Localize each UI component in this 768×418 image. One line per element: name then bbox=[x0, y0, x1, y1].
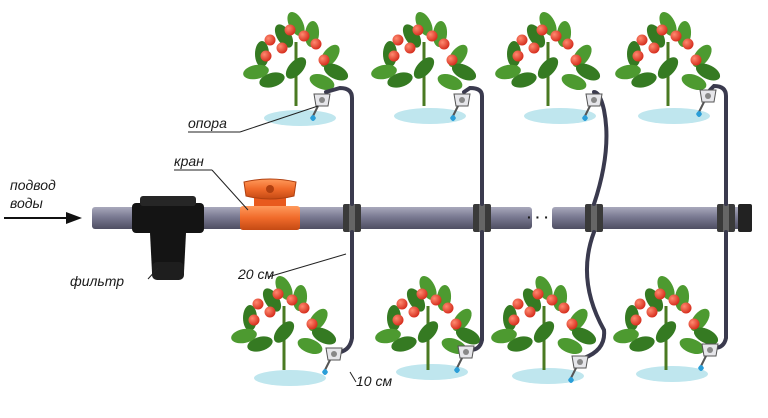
dripper-tube bbox=[324, 85, 354, 206]
inlet-label-line2: воды bbox=[10, 195, 44, 211]
plant-icon bbox=[495, 11, 601, 106]
drippers bbox=[310, 89, 719, 383]
support-label: опора bbox=[188, 115, 227, 131]
dripper-tube bbox=[582, 230, 607, 360]
water-puddle bbox=[524, 108, 596, 124]
dripper-tube bbox=[712, 230, 728, 350]
valve-icon bbox=[240, 178, 300, 230]
plant-icon bbox=[615, 11, 721, 106]
water-puddles bbox=[254, 108, 710, 386]
plant-icon bbox=[371, 11, 477, 106]
dripper-icon bbox=[322, 347, 343, 375]
water-puddle bbox=[512, 368, 584, 384]
dripper-tube bbox=[462, 85, 484, 206]
labels: подвод воды фильтр кран опора 20 см 10 с… bbox=[10, 115, 392, 389]
filter-label: фильтр bbox=[70, 273, 124, 289]
dripper-icon bbox=[568, 355, 589, 383]
spacing-dripper-label: 10 см bbox=[356, 373, 392, 389]
water-puddle bbox=[638, 108, 710, 124]
inlet-label-line1: подвод bbox=[10, 177, 56, 193]
filter-icon bbox=[132, 196, 204, 280]
water-puddle bbox=[394, 108, 466, 124]
water-puddle bbox=[264, 110, 336, 126]
dripper-icon bbox=[454, 345, 475, 373]
plant-icon bbox=[491, 275, 597, 370]
plants bbox=[231, 11, 721, 370]
arrow-icon bbox=[4, 212, 82, 224]
dripper-icon bbox=[696, 89, 717, 117]
dripper-icon bbox=[582, 93, 603, 121]
plant-icon bbox=[231, 275, 337, 370]
spacing-main-label: 20 см bbox=[237, 266, 274, 282]
dripper-tube bbox=[338, 230, 354, 354]
water-puddle bbox=[636, 366, 708, 382]
pipe-ellipsis: · · · bbox=[527, 209, 549, 225]
dripper-icon bbox=[310, 93, 331, 121]
plant-icon bbox=[243, 11, 349, 106]
dripper-icon bbox=[450, 93, 471, 121]
dripper-tube bbox=[708, 83, 728, 206]
water-puddle bbox=[396, 364, 468, 380]
water-puddle bbox=[254, 370, 326, 386]
plant-icon bbox=[613, 275, 719, 370]
dripper-tube bbox=[592, 90, 609, 206]
valve-label: кран bbox=[174, 153, 204, 169]
dripper-icon bbox=[698, 343, 719, 371]
leader-lines bbox=[147, 105, 357, 383]
